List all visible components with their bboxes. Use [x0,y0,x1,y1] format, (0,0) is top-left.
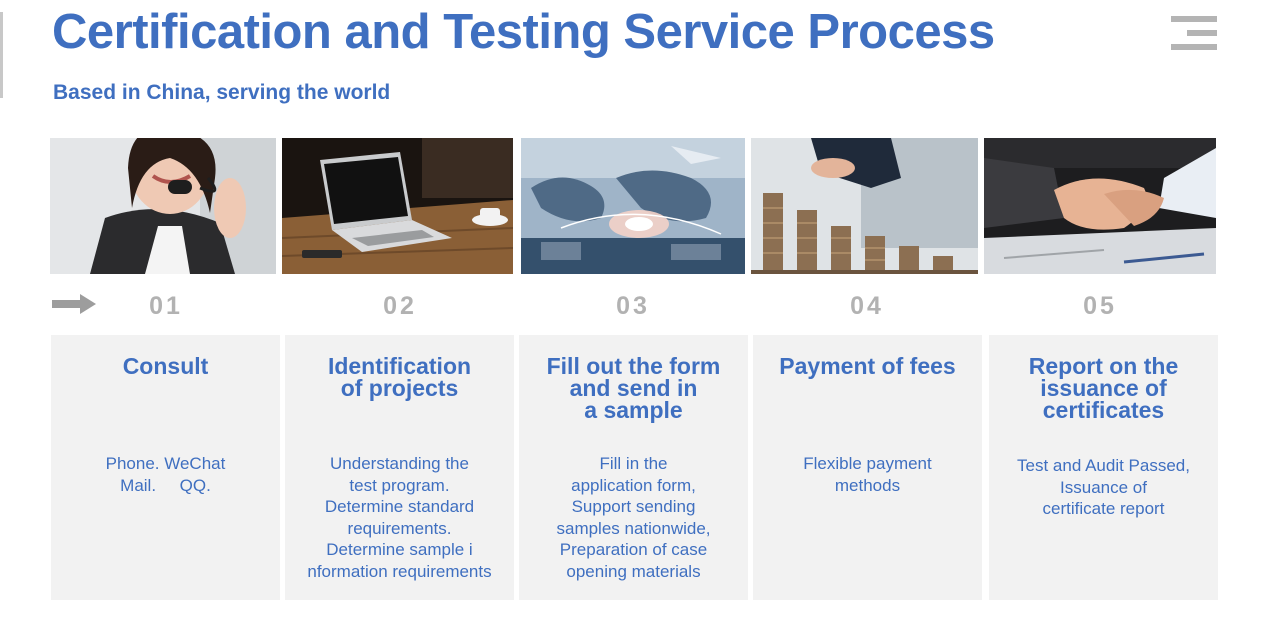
step-number-04: 04 [850,292,884,320]
step-card-payment: Payment of fees Flexible payment methods [753,335,982,600]
step-card-title: Consult [122,353,209,379]
step-number-01: 01 [149,292,183,320]
left-accent-rule [0,12,3,98]
global-logistics-photo [521,138,745,274]
step-card-description: Understanding the test program. Determin… [307,454,492,581]
step-card-report: Report on the issuance of certificates T… [989,335,1218,600]
step-card-fill-form: Fill out the form and send in a sample F… [519,335,748,600]
step-card-title: Fill out the form and send in a sample [546,353,721,423]
step-card-description: Fill in the application form, Support se… [556,454,711,581]
step-card-consult: Consult Phone. WeChat Mail. QQ. [51,335,280,600]
step-card-description: Flexible payment methods [803,454,932,495]
step-card-title: Payment of fees [779,353,956,379]
menu-icon[interactable] [1171,16,1217,52]
step-card-identification: Identification of projects Understanding… [285,335,514,600]
step-number-02: 02 [383,292,417,320]
coin-stacks-photo [751,138,978,274]
step-number-05: 05 [1083,292,1117,320]
step-card-title: Report on the issuance of certificates [1028,353,1179,423]
arrow-right-icon [52,294,96,314]
customer-service-photo [50,138,276,274]
laptop-desk-photo [282,138,513,274]
page-subtitle: Based in China, serving the world [53,81,391,104]
handshake-photo [984,138,1216,274]
step-card-description: Test and Audit Passed, Issuance of certi… [1017,456,1190,518]
step-number-03: 03 [616,292,650,320]
step-card-title: Identification of projects [327,353,472,401]
page-title: Certification and Testing Service Proces… [52,5,995,59]
step-card-description: Phone. WeChat Mail. QQ. [105,454,226,495]
